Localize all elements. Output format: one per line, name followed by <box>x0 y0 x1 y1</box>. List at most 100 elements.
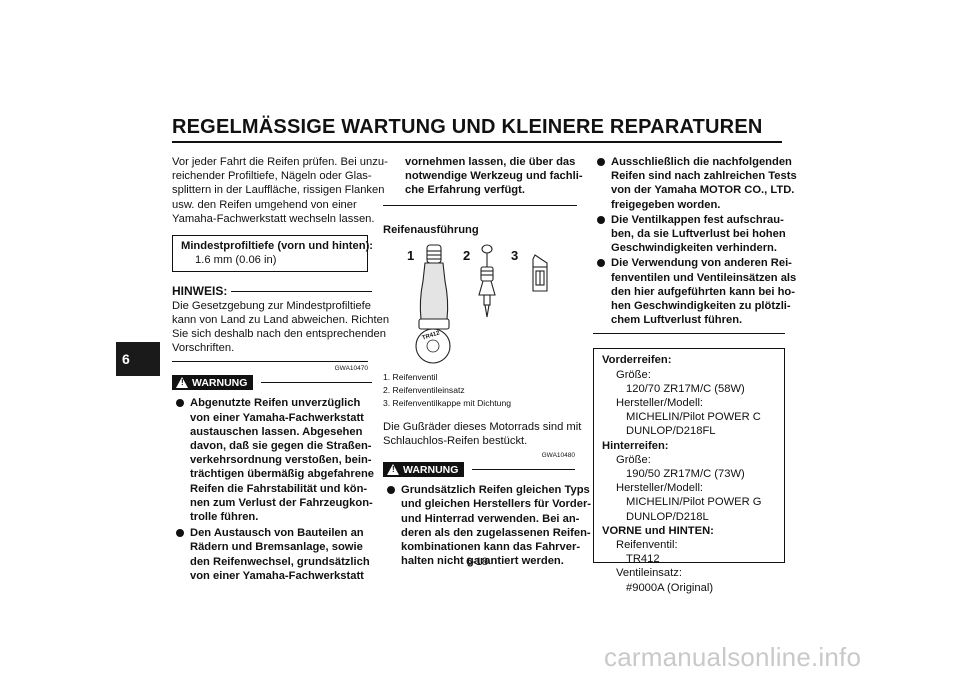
text-line: vornehmen lassen, die über das <box>405 156 576 168</box>
warning-header: ! WARNUNG <box>383 462 575 478</box>
rear-tire-model: MICHELIN/Pilot POWER G <box>626 496 762 509</box>
list-item: Grundsätzlich Reifen gleichen Typs und g… <box>383 483 592 568</box>
text-line: Schlauchlos-Reifen bestückt. <box>383 435 528 448</box>
warning-triangle-icon: ! <box>176 377 188 389</box>
front-tire-model: MICHELIN/Pilot POWER C <box>626 411 761 424</box>
text-line: reichender Profiltiefe, Nägeln oder Glas… <box>172 170 372 183</box>
valve-figure: 1 2 3 <box>383 241 579 367</box>
figure-label-3: 3 <box>511 247 519 263</box>
legend-item: 2. Reifenventileinsatz <box>383 384 465 395</box>
hinweis-end-rule <box>172 361 368 363</box>
warning-header: ! WARNUNG <box>172 375 372 391</box>
size-label: Größe: <box>616 453 651 466</box>
text-line: Yamaha-Fachwerkstatt wechseln lassen. <box>172 212 375 225</box>
text-line: und gleichen Herstellers für Vorder- <box>401 498 592 511</box>
chapter-number: 6 <box>122 351 130 367</box>
bullet-icon <box>597 259 605 268</box>
section-heading: Reifenausführung <box>383 223 479 236</box>
column-3: Ausschließlich die nachfolgenden Reifen … <box>593 155 797 594</box>
spec-value: 1.6 mm (0.06 in) <box>195 254 277 267</box>
hinweis-note: HINWEIS: Die Gesetzgebung zur Mindestpro… <box>172 284 390 363</box>
text-line: den hier aufgeführten kann bei ho- <box>611 285 795 298</box>
text-line: verkehrsordnung verstoßen, bein- <box>190 454 372 467</box>
text-line: kann von Land zu Land abweichen. Richten <box>172 313 390 326</box>
list-item: Den Austausch von Bauteilen an Rädern un… <box>172 526 372 583</box>
bullet-icon <box>176 529 184 538</box>
valve-core-label: Ventileinsatz: <box>616 567 682 580</box>
text-line: halten nicht garantiert werden. <box>401 555 564 568</box>
text-line: Geschwindigkeiten verhindern. <box>611 242 777 255</box>
text-line: usw. den Reifen umgehend von einer <box>172 198 357 211</box>
column-1: Vor jeder Fahrt die Reifen prüfen. Bei u… <box>172 155 390 583</box>
front-and-rear-heading: VORNE und HINTEN: <box>602 524 714 537</box>
front-tire-size: 120/70 ZR17M/C (58W) <box>626 382 745 395</box>
warning-end-rule <box>593 333 785 335</box>
valve-core-value: #9000A (Original) <box>626 581 714 594</box>
text-line: Die Ventilkappen fest aufschrau- <box>611 213 784 226</box>
rear-tire-heading: Hinterreifen: <box>602 439 669 452</box>
text-line: und Hinterrad verwenden. Bei an- <box>401 512 580 525</box>
text-line: fenventilen und Ventileinsätzen als <box>611 271 797 284</box>
text-line: kombinationen kann das Fahrver- <box>401 541 581 554</box>
warning-bullets: Grundsätzlich Reifen gleichen Typs und g… <box>383 483 592 568</box>
bullet-icon <box>176 399 184 408</box>
warning-code: GWA10480 <box>541 452 575 460</box>
warning-rule <box>261 382 372 384</box>
rear-tire-size: 190/50 ZR17M/C (73W) <box>626 468 745 481</box>
bullet-icon <box>597 158 605 166</box>
text-line: freigegeben worden. <box>611 198 721 211</box>
text-line: austauschen lassen. Abgesehen <box>190 425 363 438</box>
text-line: Vorschriften. <box>172 342 235 355</box>
list-item: Die Verwendung von anderen Rei- fenventi… <box>593 256 797 327</box>
size-label: Größe: <box>616 368 651 381</box>
warning-rule <box>472 469 575 471</box>
list-item: Ausschließlich die nachfolgenden Reifen … <box>593 155 797 212</box>
figure-label-1: 1 <box>407 247 415 263</box>
text-line: chem Luftverlust führen. <box>611 314 743 327</box>
valve-value: TR412 <box>626 553 660 566</box>
text-line: von einer Yamaha-Fachwerkstatt <box>190 411 364 424</box>
page-number: 6-18 <box>466 556 489 568</box>
text-line: Rädern und Bremsanlage, sowie <box>190 541 363 554</box>
list-item: Abgenutzte Reifen unverzüglich von einer… <box>172 396 375 524</box>
hinweis-rule <box>231 291 372 293</box>
legend-item: 1. Reifenventil <box>383 371 438 382</box>
text-line: den Reifenwechsel, grundsätzlich <box>190 555 370 568</box>
valve-top-view-icon <box>415 328 451 364</box>
text-line: Reifen die Fahrstabilität und kön- <box>190 482 368 495</box>
text-line: Ausschließlich die nachfolgenden <box>611 156 792 168</box>
text-line: che Erfahrung verfügt. <box>405 184 525 197</box>
warning-triangle-icon: ! <box>387 464 399 476</box>
page-title: REGELMÄSSIGE WARTUNG UND KLEINERE REPARA… <box>172 116 763 138</box>
column-2: vornehmen lassen, die über das notwendig… <box>383 155 592 568</box>
text-line: von der Yamaha MOTOR CO., LTD. <box>611 184 795 197</box>
watermark: carmanualsonline.info <box>604 642 862 672</box>
front-tire-heading: Vorderreifen: <box>602 354 672 367</box>
chapter-tab: 6 <box>116 342 160 376</box>
warning-code: GWA10470 <box>334 365 368 373</box>
spec-label: Mindestprofiltiefe (vorn und hinten): <box>181 240 374 253</box>
text-line: Den Austausch von Bauteilen an <box>190 527 364 540</box>
warning-badge: ! WARNUNG <box>172 375 254 391</box>
tire-spec-box: Vorderreifen: Größe: 120/70 ZR17M/C (58W… <box>593 348 785 594</box>
figure-legend: 1. Reifenventil 2. Reifenventileinsatz 3… <box>383 371 583 410</box>
hinweis-heading: HINWEIS: <box>172 284 228 299</box>
valve-cap-icon <box>532 254 548 292</box>
rear-tire-model: DUNLOP/D218L <box>626 510 709 523</box>
text-line: splittern in der Lauffläche, rissigen Fl… <box>172 184 385 197</box>
text-line: Reifen sind nach zahlreichen Tests <box>611 170 797 183</box>
intro-paragraph: Vor jeder Fahrt die Reifen prüfen. Bei u… <box>172 155 388 226</box>
bullet-icon <box>387 486 395 495</box>
text-line: deren als den zugelassenen Reifen- <box>401 526 591 539</box>
text-line: trächtigen übermäßig abgefahrene <box>190 468 375 481</box>
valve-label: Reifenventil: <box>616 539 678 552</box>
text-line: trolle führen. <box>190 511 259 524</box>
warning-label: WARNUNG <box>192 376 248 389</box>
list-item: Die Ventilkappen fest aufschrau- ben, da… <box>593 213 793 256</box>
text-line: Sie sich deshalb nach den entsprechenden <box>172 328 386 341</box>
valve-drawing <box>415 244 548 364</box>
warning-bullets: Abgenutzte Reifen unverzüglich von einer… <box>172 396 375 583</box>
text-line: davon, daß sie gegen die Straßen- <box>190 440 372 453</box>
maker-label: Hersteller/Modell: <box>616 482 704 495</box>
warning-end-rule <box>383 204 577 206</box>
